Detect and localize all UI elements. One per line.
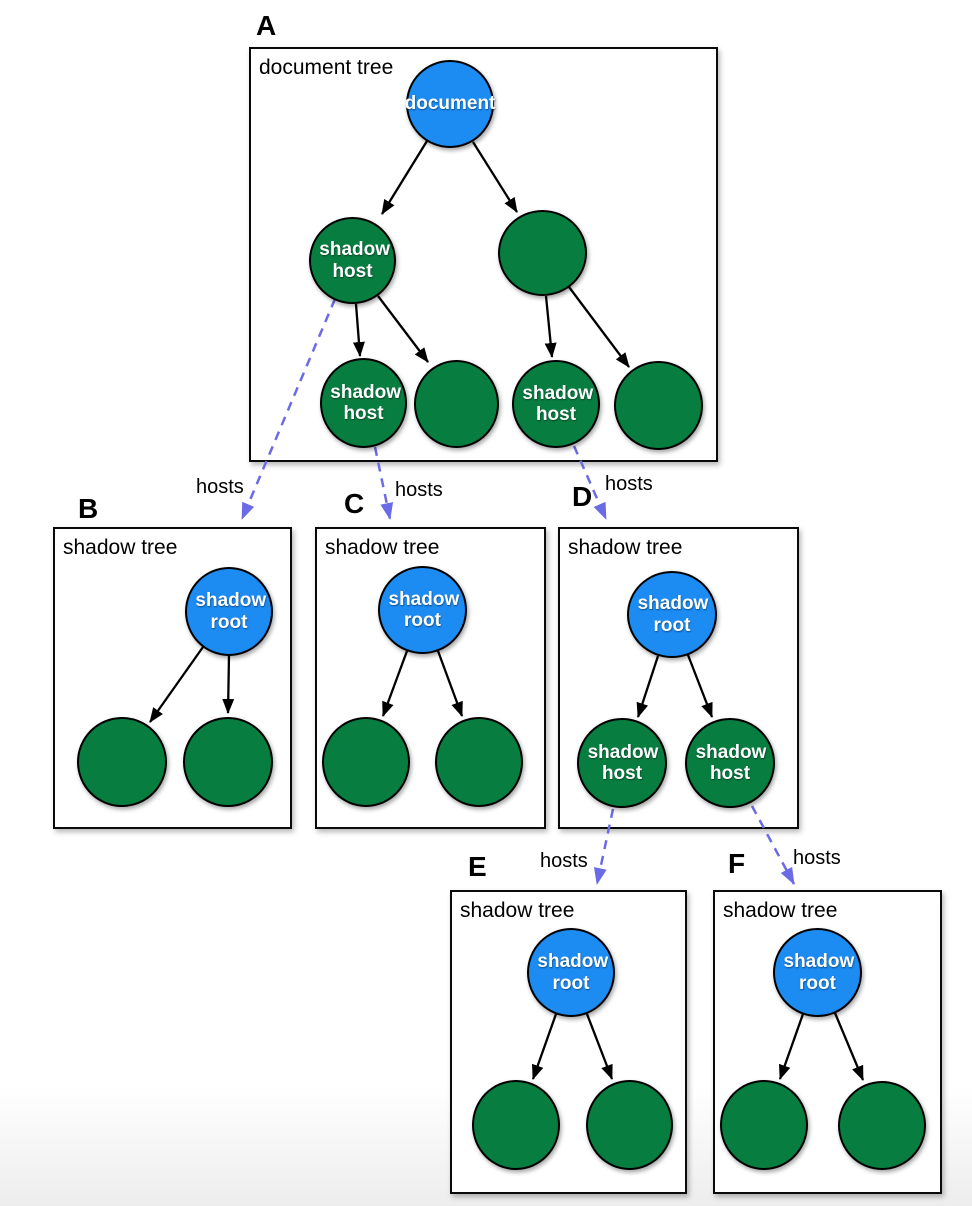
shadow-root-node-c: shadow root	[378, 566, 467, 654]
section-label-e: E	[468, 851, 487, 882]
element-node-b2	[183, 717, 273, 807]
edge-rootB-to-child2	[222, 654, 235, 714]
panel-b-title: shadow tree	[63, 536, 178, 559]
edge-rootB-to-child1	[149, 646, 204, 723]
section-label-c: C	[344, 488, 365, 519]
section-label-d: D	[572, 481, 593, 512]
element-node-e2	[586, 1080, 673, 1170]
edge-elementL2-to-shadow-host-child	[544, 295, 557, 358]
element-node-f2	[838, 1081, 926, 1170]
shadow-root-label: shadow root	[783, 951, 855, 994]
panel-f-title: shadow tree	[723, 899, 838, 922]
section-label-b: B	[78, 493, 99, 524]
document-node: document	[404, 60, 496, 148]
edge-rootC-to-child1	[381, 650, 409, 717]
shadow-host-label: shadow host	[319, 239, 391, 282]
shadow-root-node-b: shadow root	[185, 567, 273, 656]
element-node-level2	[498, 210, 587, 296]
shadow-host-node-d1: shadow host	[577, 718, 667, 808]
element-node-f1	[720, 1080, 808, 1170]
shadow-root-label: shadow root	[195, 590, 267, 633]
shadow-root-node-f: shadow root	[773, 928, 862, 1017]
element-node-level3-a	[414, 360, 499, 448]
panel-a-title: document tree	[259, 56, 394, 79]
edge-hostL2-to-element-child	[377, 295, 429, 363]
document-node-label: document	[404, 93, 496, 115]
hosts-arrow-a-to-d	[572, 445, 608, 520]
shadow-host-label: shadow host	[587, 741, 659, 784]
hosts-arrow-d-to-e	[593, 808, 615, 885]
hosts-edge-label-c: hosts	[395, 479, 443, 501]
shadow-root-label: shadow root	[537, 951, 609, 994]
shadow-host-node-level2: shadow host	[309, 217, 396, 304]
panel-d-title: shadow tree	[568, 536, 683, 559]
hosts-edge-label-e: hosts	[540, 850, 588, 872]
shadow-root-node-e: shadow root	[527, 928, 615, 1017]
element-node-c2	[435, 717, 523, 807]
edge-hostL2-to-shadow-host-child	[352, 303, 365, 357]
edge-document-to-element-right	[472, 141, 518, 213]
shadow-host-node-level3-right: shadow host	[512, 360, 600, 448]
shadow-host-node-level3-left: shadow host	[320, 358, 407, 448]
shadow-root-label: shadow root	[637, 593, 709, 636]
shadow-host-label: shadow host	[330, 381, 402, 424]
edge-rootF-to-child1	[778, 1013, 805, 1080]
hosts-edge-label-d: hosts	[605, 473, 653, 495]
edge-document-to-shadow-host-left	[381, 140, 428, 215]
element-node-c1	[322, 717, 410, 807]
edge-rootD-to-host1	[636, 655, 660, 718]
shadow-host-node-d2: shadow host	[685, 718, 775, 808]
panel-e-title: shadow tree	[460, 899, 575, 922]
panel-c-title: shadow tree	[325, 536, 440, 559]
edge-rootE-to-child1	[531, 1013, 558, 1080]
element-node-b1	[77, 717, 167, 807]
shadow-root-node-d: shadow root	[627, 571, 717, 658]
hosts-arrow-a-to-c	[373, 446, 394, 520]
edge-rootF-to-child2	[833, 1012, 865, 1081]
hosts-arrow-a-to-b	[240, 298, 337, 520]
element-node-level3-b	[614, 361, 703, 450]
shadow-root-label: shadow root	[388, 588, 460, 631]
edge-rootE-to-child2	[585, 1013, 614, 1080]
shadow-host-label: shadow host	[695, 741, 767, 784]
element-node-e1	[472, 1080, 560, 1170]
edge-rootC-to-child2	[436, 650, 464, 717]
hosts-edge-label-f: hosts	[793, 847, 841, 869]
hosts-edge-label-b: hosts	[196, 476, 244, 498]
edge-rootD-to-host2	[686, 654, 714, 718]
edge-elementL2-to-element-child	[568, 286, 630, 368]
hosts-arrow-d-to-f	[750, 805, 796, 885]
section-label-f: F	[728, 848, 746, 879]
section-label-a: A	[256, 10, 277, 41]
shadow-host-label: shadow host	[522, 382, 594, 425]
